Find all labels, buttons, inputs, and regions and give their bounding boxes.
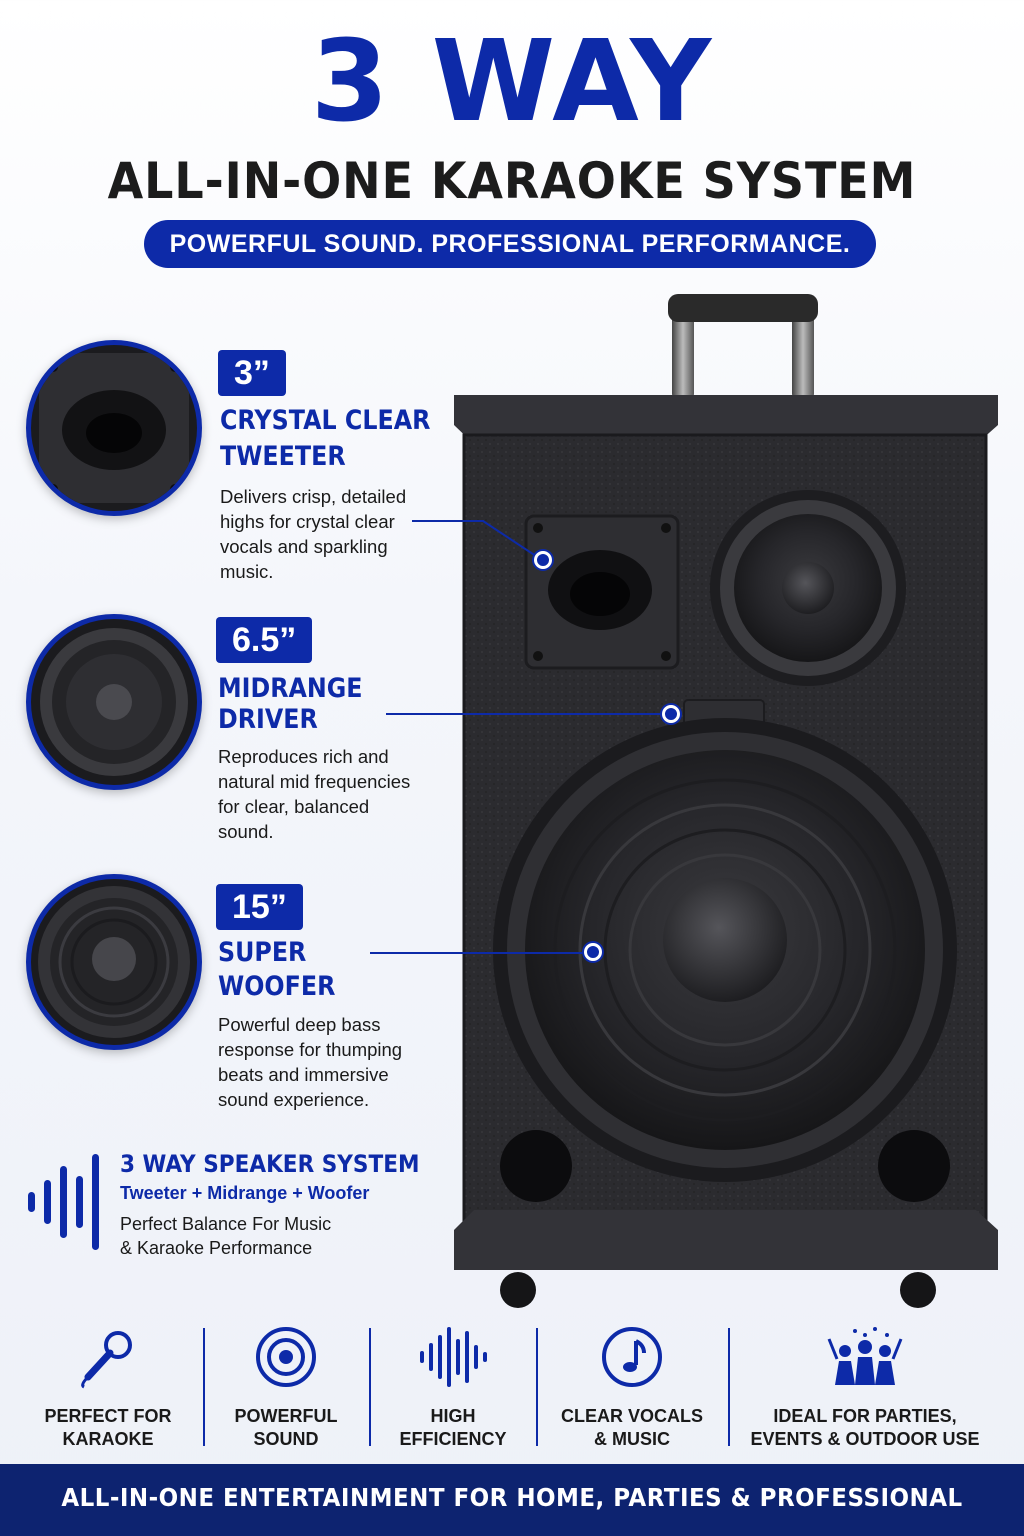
efficiency-label-line2: EFFICIENCY <box>399 1429 507 1449</box>
microphone-icon <box>81 1331 132 1389</box>
tweeter-thumbnail <box>26 340 202 516</box>
woofer-cone-icon <box>38 886 190 1038</box>
midrange-thumbnail <box>26 614 202 790</box>
main-title: 3 WAY <box>310 17 714 147</box>
sound-wave-icon <box>420 1327 487 1387</box>
system-title: 3 WAY SPEAKER SYSTEM <box>120 1150 420 1178</box>
divider <box>203 1328 205 1446</box>
sound-bars-icon <box>28 1154 99 1250</box>
woofer-description: Powerful deep bass response for thumping… <box>218 1014 403 1110</box>
speaker-cabinet-image <box>454 294 998 1308</box>
vocals-label-line2: & MUSIC <box>594 1429 670 1449</box>
feature-efficiency: HIGH EFFICIENCY <box>374 1325 532 1465</box>
woofer-title-line2: WOOFER <box>218 971 336 1002</box>
system-subtitle: Tweeter + Midrange + Woofer <box>120 1183 370 1203</box>
woofer-title-line1: SUPER <box>218 937 307 968</box>
tweeter-connector-diagonal <box>482 520 543 561</box>
feature-karaoke: PERFECT FOR KARAOKE <box>30 1325 186 1465</box>
subtitle: ALL-IN-ONE KARAOKE SYSTEM <box>107 152 917 210</box>
tweeter-size-badge: 3” <box>218 350 286 396</box>
footer-banner: ALL-IN-ONE ENTERTAINMENT FOR HOME, PARTI… <box>0 1464 1024 1536</box>
feature-clear-vocals: CLEAR VOCALS & MUSIC <box>542 1325 722 1465</box>
system-desc-line2: & Karaoke Performance <box>120 1238 313 1258</box>
feature-powerful-sound: POWERFUL SOUND <box>210 1325 362 1465</box>
tagline-banner: POWERFUL SOUND. PROFESSIONAL PERFORMANCE… <box>144 220 876 268</box>
midrange-title-line2: DRIVER <box>218 704 318 735</box>
woofer-marker-dot <box>584 943 602 961</box>
midrange-description: Reproduces rich and natural mid frequenc… <box>218 746 411 842</box>
efficiency-label-line1: HIGH <box>430 1406 476 1426</box>
divider <box>728 1328 730 1446</box>
tweeter-horn-icon <box>39 353 189 503</box>
footer-text: ALL-IN-ONE ENTERTAINMENT FOR HOME, PARTI… <box>61 1483 963 1512</box>
midrange-connector <box>386 713 668 715</box>
speaker-icon <box>256 1327 316 1387</box>
system-desc-line1: Perfect Balance For Music <box>120 1214 332 1234</box>
parties-label-line2: EVENTS & OUTDOOR USE <box>750 1429 980 1449</box>
tweeter-title-line2: TWEETER <box>220 441 346 472</box>
tweeter-marker-dot <box>534 551 552 569</box>
midrange-title-line1: MIDRANGE <box>218 673 363 704</box>
woofer-size-badge: 15” <box>216 884 303 930</box>
midrange-driver-icon <box>40 628 188 776</box>
music-note-icon <box>602 1327 662 1387</box>
parties-label-line1: IDEAL FOR PARTIES, <box>773 1406 957 1426</box>
tweeter-connector <box>412 520 484 522</box>
sound-label-line1: POWERFUL <box>234 1406 338 1426</box>
karaoke-label-line2: KARAOKE <box>62 1429 154 1449</box>
midrange-size-badge: 6.5” <box>216 617 313 663</box>
karaoke-label-line1: PERFECT FOR <box>44 1406 172 1426</box>
party-crowd-icon <box>827 1327 903 1385</box>
vocals-label-line1: CLEAR VOCALS <box>560 1406 703 1426</box>
tweeter-title-line1: CRYSTAL CLEAR <box>220 405 431 436</box>
woofer-thumbnail <box>26 874 202 1050</box>
divider <box>536 1328 538 1446</box>
sound-label-line2: SOUND <box>253 1429 319 1449</box>
woofer-connector <box>370 952 594 954</box>
divider <box>369 1328 371 1446</box>
feature-parties: IDEAL FOR PARTIES, EVENTS & OUTDOOR USE <box>740 1325 990 1465</box>
tweeter-description: Delivers crisp, detailed highs for cryst… <box>220 486 407 582</box>
midrange-marker-dot <box>662 705 680 723</box>
